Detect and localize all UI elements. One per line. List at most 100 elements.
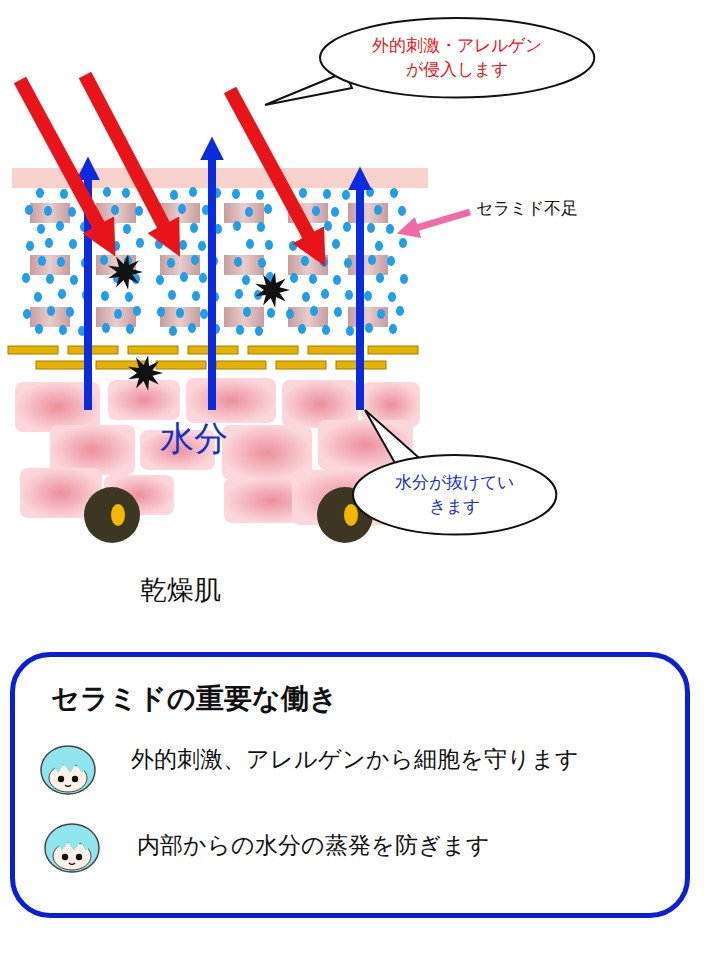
ceramide-dot	[398, 206, 406, 216]
ceramide-dot	[298, 324, 306, 334]
ceramide-dot	[299, 188, 307, 198]
ceramide-dot	[25, 205, 33, 215]
corneocyte-brick	[30, 203, 70, 223]
ceramide-dot	[334, 307, 342, 317]
damage-starburst	[128, 355, 163, 390]
ceramide-dot	[255, 326, 263, 336]
icon-bangs	[50, 836, 95, 851]
granular-bar	[368, 346, 418, 354]
ceramide-dot	[37, 224, 45, 234]
ceramide-dot	[267, 308, 275, 318]
irritant-arrow	[230, 90, 310, 238]
skin-cell	[50, 425, 135, 475]
ceramide-dot	[309, 274, 317, 284]
water-label: 水分	[160, 418, 228, 459]
ceramide-dot	[59, 325, 67, 335]
ceramide-dot	[301, 256, 309, 266]
ceramide-dot	[135, 206, 143, 216]
ceramide-dot	[345, 290, 353, 300]
corneocyte-brick	[288, 255, 328, 275]
ceramide-dot	[170, 190, 178, 200]
mascot-icon	[45, 824, 99, 872]
ceramide-dot	[199, 273, 207, 283]
ceramide-dot	[176, 308, 184, 318]
ceramide-dot	[157, 307, 165, 317]
ceramide-dot	[364, 291, 372, 301]
ceramide-dot	[179, 240, 187, 250]
water-arrow	[208, 158, 216, 410]
ceramide-dot	[100, 255, 108, 265]
ceramide-dot	[133, 306, 141, 316]
ceramide-dot	[387, 256, 395, 266]
node-text: セラミドの重要な働き	[51, 679, 338, 718]
granular-bar	[128, 346, 178, 354]
water-arrow	[356, 188, 364, 410]
corneocyte-brick	[30, 307, 70, 327]
ceramide-dot	[136, 238, 144, 248]
ceramide-dot	[365, 323, 373, 333]
ceramide-dot	[386, 224, 394, 234]
melanocyte-cell	[84, 487, 140, 543]
ceramide-dot	[38, 256, 46, 266]
ceramide-dot	[366, 187, 374, 197]
ceramide-dot	[374, 205, 382, 215]
ceramide-dot	[102, 323, 110, 333]
icon-eye	[58, 776, 64, 782]
bubble-ellipse	[320, 18, 594, 98]
granular-bar	[8, 346, 58, 354]
ceramide-dot	[232, 189, 240, 199]
ceramide-dot	[243, 307, 251, 317]
ceramide-dot	[265, 240, 273, 250]
ceramide-dot	[332, 239, 340, 249]
icon-mouth	[65, 785, 71, 787]
ceramide-dot	[323, 189, 331, 199]
ceramide-dot	[289, 241, 297, 251]
granular-bar	[68, 346, 118, 354]
icon-hair	[45, 824, 99, 872]
corneocyte-brick	[224, 307, 264, 327]
ceramide-dot	[101, 291, 109, 301]
icon-eye	[72, 776, 78, 782]
ceramide-dot	[34, 292, 42, 302]
ceramide-dot	[312, 206, 320, 216]
ceramide-dot	[368, 255, 376, 265]
speech-bubble: 水分が抜けていきます	[351, 453, 558, 537]
ceramide-dot	[233, 221, 241, 231]
ceramide-dot	[36, 188, 44, 198]
ceramide-dot	[344, 258, 352, 268]
ceramide-dot	[46, 274, 54, 284]
corneocyte-brick	[30, 255, 70, 275]
corneocyte-brick	[160, 255, 200, 275]
bubble-outline	[318, 16, 596, 100]
cell-nucleus	[111, 504, 125, 526]
granular-bar	[216, 361, 266, 369]
ceramide-dot	[390, 188, 398, 198]
ceramide-dot	[322, 325, 330, 335]
icon-hair	[41, 746, 95, 794]
ceramide-dot	[256, 190, 264, 200]
ceramide-dot	[333, 275, 341, 285]
ceramide-dot	[22, 273, 30, 283]
corneocyte-brick	[288, 307, 328, 327]
ceramide-dot	[114, 309, 122, 319]
ceramide-dot	[156, 275, 164, 285]
cell-nucleus	[344, 504, 358, 526]
ceramide-dot	[123, 224, 131, 234]
corneocyte-brick	[348, 255, 388, 275]
ceramide-dot	[103, 187, 111, 197]
ceramide-dot	[23, 309, 31, 319]
ceramide-dot	[235, 289, 243, 299]
ceramide-dot	[320, 257, 328, 267]
irritant-arrow	[85, 75, 165, 228]
damage-starburst	[108, 254, 143, 289]
ceramide-dot	[56, 221, 64, 231]
node-text: 水分が抜けていきます	[390, 471, 520, 519]
ceramide-dot	[35, 324, 43, 334]
ceramide-dot	[377, 309, 385, 319]
ceramide-dot	[168, 290, 176, 300]
ceramide-dot	[169, 326, 177, 336]
node-text: 外的刺激・アレルゲンが侵入します	[367, 34, 547, 82]
ceramide-dot	[245, 207, 253, 217]
ceramide-dot	[258, 258, 266, 268]
ceramide-dot	[302, 292, 310, 302]
